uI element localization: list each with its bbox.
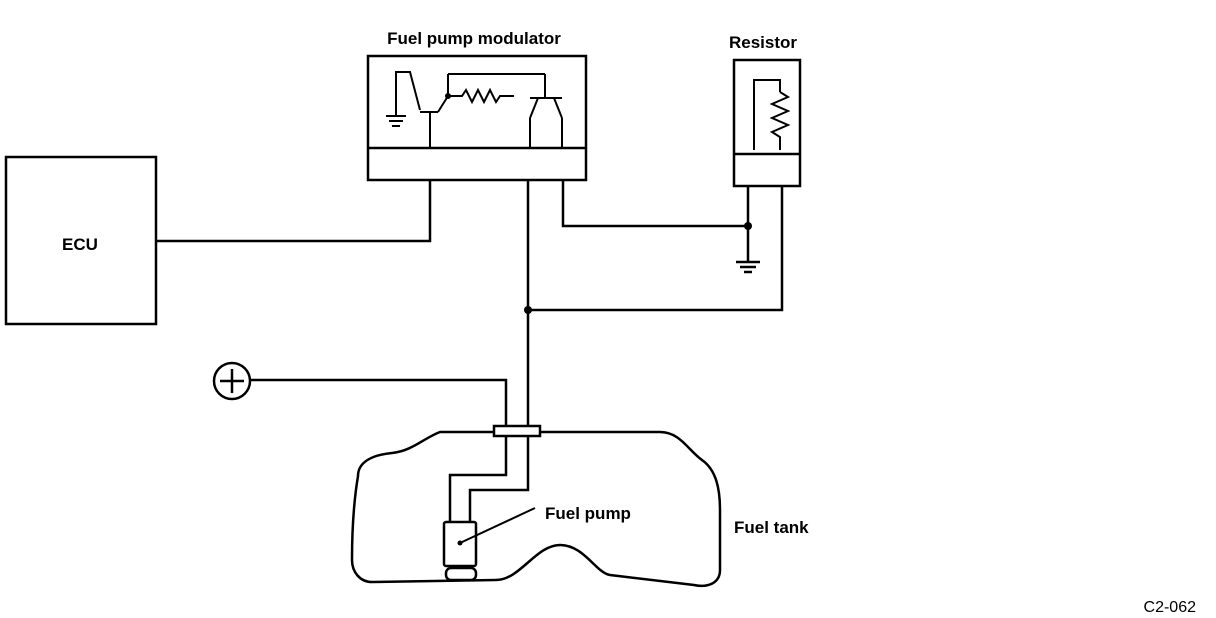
fuel-pump-modulator: Fuel pump modulator [366, 29, 588, 182]
ground-icon [736, 260, 760, 274]
wiring [156, 180, 784, 430]
plus-circle-icon [212, 361, 252, 401]
ecu-label: ECU [62, 235, 98, 254]
resistor-icon [753, 79, 791, 150]
fuel-pump-leader-line [459, 507, 536, 544]
figure-code: C2-062 [1144, 599, 1197, 616]
resistor-icon [448, 87, 514, 105]
transistor-icon [529, 97, 563, 148]
fuel-pump-label: Fuel pump [545, 504, 631, 523]
resistor-unit: Resistor [729, 33, 802, 188]
fuel-tank-label: Fuel tank [734, 518, 809, 537]
ecu-unit: ECU [4, 155, 158, 326]
fuel-tank: Fuel tank [350, 430, 809, 587]
transistor-icon [420, 74, 449, 148]
ground-icon [386, 71, 421, 127]
tank-fitting [492, 424, 542, 438]
modulator-label: Fuel pump modulator [387, 29, 561, 48]
modulator-internal-circuit [386, 71, 563, 148]
resistor-label: Resistor [729, 33, 797, 52]
fuel-pump: Fuel pump [442, 504, 631, 582]
